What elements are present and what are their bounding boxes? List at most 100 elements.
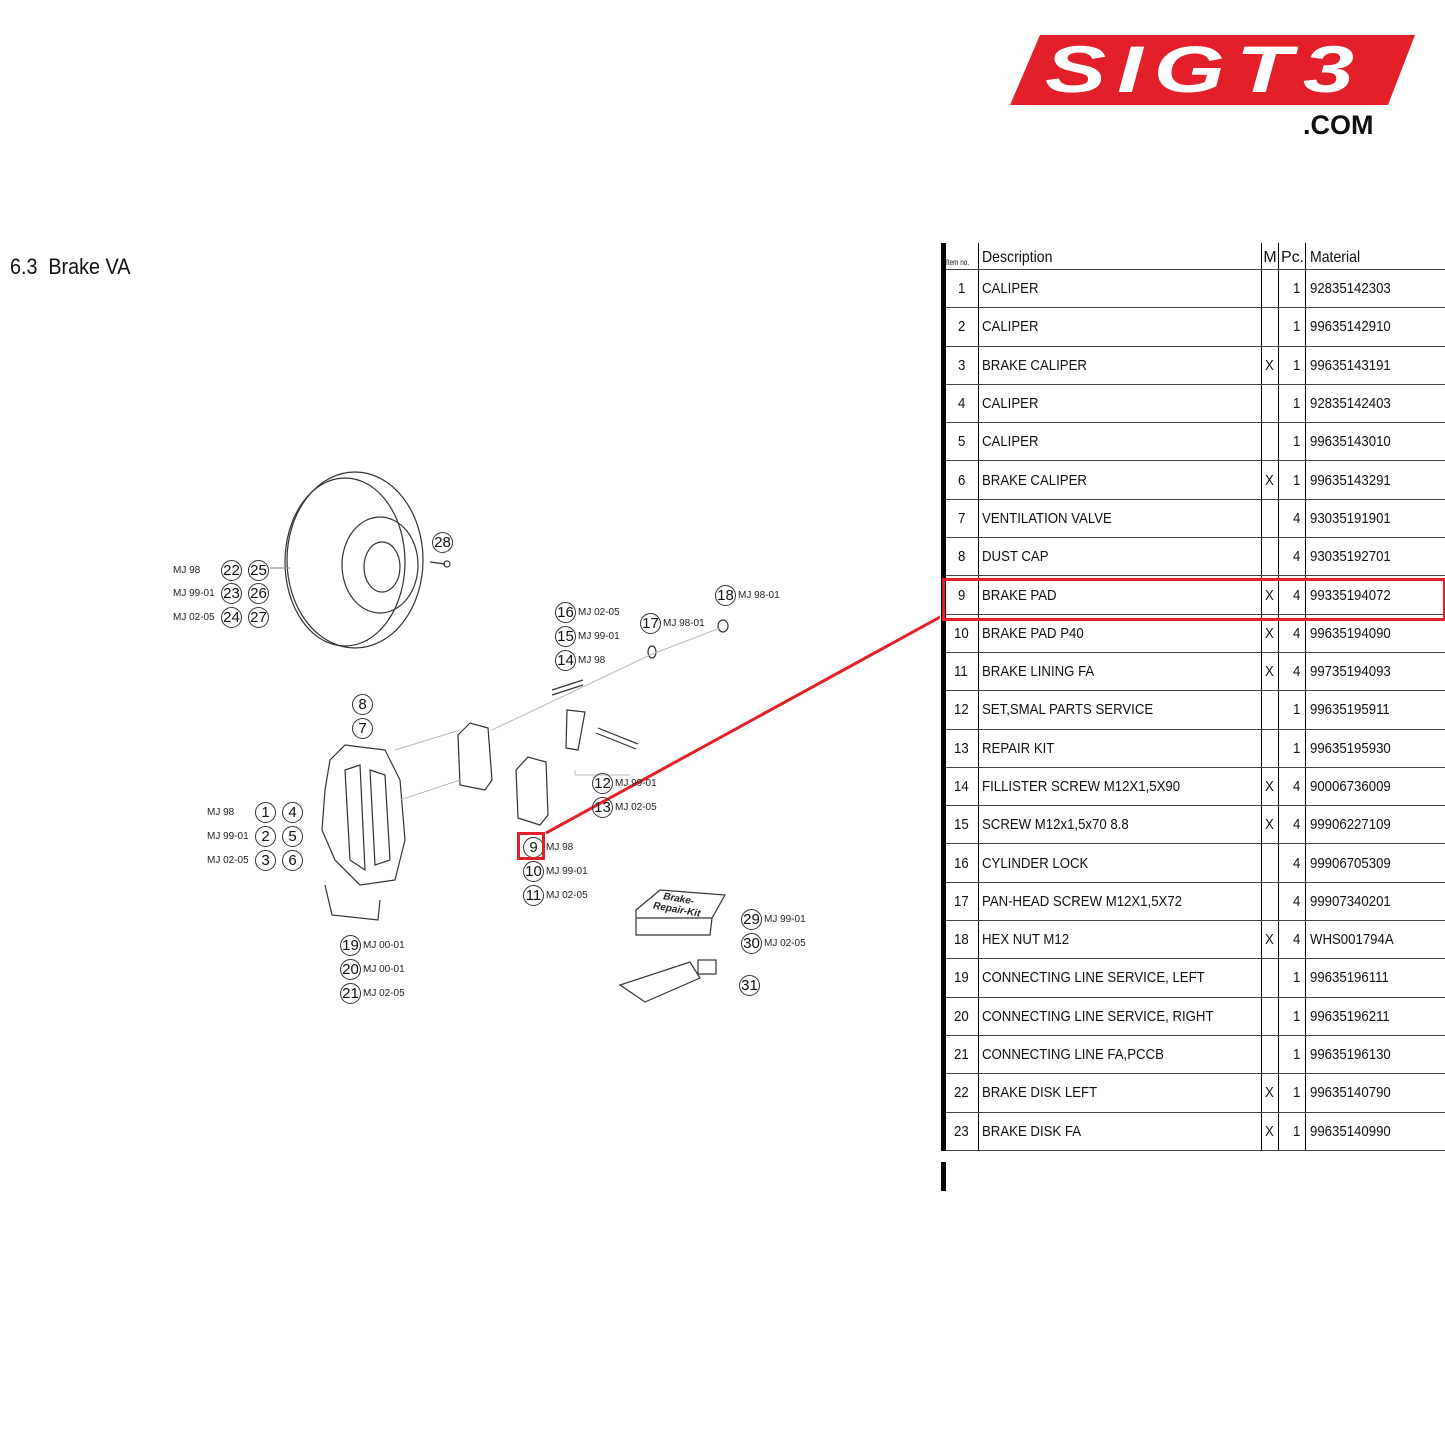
cell-m-flag: X: [1261, 614, 1279, 653]
cell-m-flag: [1261, 882, 1279, 922]
model-year-label: MJ 00-01: [363, 940, 405, 951]
cell-m-flag: [1261, 422, 1279, 462]
header-item-no: Item no.: [941, 243, 979, 270]
cell-item-no: 20: [941, 997, 979, 1036]
cell-material: WHS001794A: [1305, 920, 1445, 960]
cell-description: CONNECTING LINE SERVICE, LEFT: [978, 958, 1262, 998]
cell-pieces: 1: [1278, 460, 1306, 500]
cell-pieces: 1: [1278, 269, 1306, 309]
header-description: Description: [978, 243, 1262, 270]
highlighted-row-box: [942, 578, 1445, 621]
cell-m-flag: [1261, 537, 1279, 577]
cell-description: SET,SMAL PARTS SERVICE: [978, 690, 1262, 730]
model-year-label: MJ 99-01: [207, 831, 249, 842]
cell-m-flag: X: [1261, 652, 1279, 692]
callout-8: 8: [352, 694, 373, 715]
callout-number: 18: [715, 585, 736, 606]
cell-material: 99635142910: [1305, 307, 1445, 347]
callout-number: 28: [432, 532, 453, 553]
callout-number: 15: [555, 626, 576, 647]
cell-description: BRAKE CALIPER: [978, 346, 1262, 385]
cell-m-flag: X: [1261, 346, 1279, 385]
cell-pieces: 4: [1278, 767, 1306, 807]
cell-m-flag: X: [1261, 460, 1279, 500]
callout-number: 19: [340, 935, 361, 956]
callout-5: 5: [282, 826, 303, 847]
header-m: M: [1261, 243, 1279, 270]
cell-item-no: 19: [941, 958, 979, 998]
cell-item-no: 16: [941, 843, 979, 883]
cell-m-flag: [1261, 384, 1279, 424]
callout-number: 24: [221, 607, 242, 628]
logo-text: SIGT3: [1045, 35, 1365, 105]
model-year-label: MJ 02-05: [764, 938, 806, 949]
callout-number: 14: [555, 650, 576, 671]
cell-m-flag: X: [1261, 767, 1279, 807]
cell-pieces: 1: [1278, 1112, 1306, 1151]
cell-material: 99906227109: [1305, 805, 1445, 845]
cell-material: 99635140790: [1305, 1073, 1445, 1113]
cell-item-no: 3: [941, 346, 979, 385]
cell-material: 99635195911: [1305, 690, 1445, 730]
callout-number: 6: [282, 850, 303, 871]
cell-description: BRAKE DISK FA: [978, 1112, 1262, 1151]
cell-m-flag: [1261, 843, 1279, 883]
logo-com: .COM: [1303, 110, 1374, 140]
cell-pieces: 1: [1278, 346, 1306, 385]
cell-pieces: 1: [1278, 384, 1306, 424]
cell-m-flag: [1261, 307, 1279, 347]
cell-description: BRAKE LINING FA: [978, 652, 1262, 692]
callout-number: 27: [248, 607, 269, 628]
cell-item-no: 21: [941, 1035, 979, 1075]
callout-number: 23: [221, 583, 242, 604]
cell-description: BRAKE DISK LEFT: [978, 1073, 1262, 1113]
cell-m-flag: X: [1261, 575, 1279, 615]
cell-pieces: 4: [1278, 537, 1306, 577]
model-year-label: MJ 02-05: [615, 802, 657, 813]
cell-pieces: 4: [1278, 652, 1306, 692]
cell-item-no: 5: [941, 422, 979, 462]
cell-material: 93035192701: [1305, 537, 1445, 577]
model-year-label: MJ 98-01: [738, 590, 780, 601]
cell-description: DUST CAP: [978, 537, 1262, 577]
cell-material: 99635143010: [1305, 422, 1445, 462]
cell-pieces: 4: [1278, 882, 1306, 922]
cell-item-no: 18: [941, 920, 979, 960]
brake-pad-drawing: [457, 722, 549, 826]
cell-description: SCREW M12x1,5x70 8.8: [978, 805, 1262, 845]
model-year-label: MJ 00-01: [363, 964, 405, 975]
model-year-label: MJ 98: [578, 655, 606, 666]
cell-material: 90006736009: [1305, 767, 1445, 807]
